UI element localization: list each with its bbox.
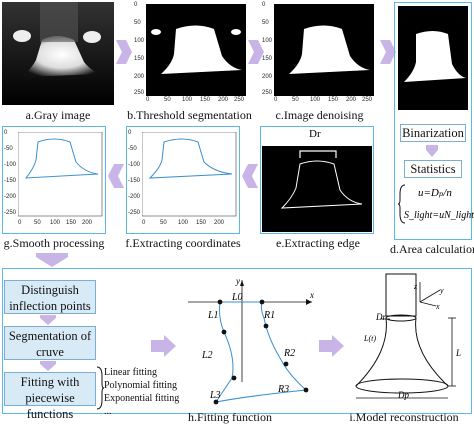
arrow-down-icon [36, 253, 68, 267]
arrow-right-icon [151, 335, 176, 357]
arrow-left-icon [108, 164, 124, 188]
label-L3: L3 [210, 390, 221, 401]
arrow-right-icon [319, 335, 344, 357]
step-piecewise: Fitting with piecewise functions [4, 372, 96, 421]
edge-image [262, 146, 372, 232]
dr-bracket-icon [299, 150, 337, 158]
label-L1: L1 [208, 310, 219, 321]
model-axis-z: z [414, 282, 418, 291]
caption-threshold: b.Threshold segmentation [127, 108, 252, 122]
model-axis-y: y [440, 286, 444, 295]
formula-u: u=Dₚ/n [418, 187, 452, 199]
gray-image [2, 2, 114, 105]
binarization-box: Binarization [400, 124, 466, 142]
arrow-down-icon [426, 145, 438, 157]
formula-s: S_light=uN_light [404, 210, 474, 221]
fit-axis-y: y [236, 276, 240, 286]
step-segmentation: Segmentation of cruve [4, 326, 96, 360]
coords-plot: 0 -50 -100 -150 -200 -250 0 50 100 150 2… [128, 130, 238, 232]
caption-coords: f.Extracting coordinates [125, 236, 241, 250]
threshold-panel: 0 50 100 150 200 250 0 50 100 150 200 25… [134, 2, 246, 103]
model-label-dp: Dp [398, 390, 409, 400]
caption-denoising: c.Image denoising [275, 108, 364, 122]
denoising-panel: 0 50 100 150 200 250 0 50 100 150 200 25… [262, 2, 374, 103]
model-axis-x: x [436, 302, 440, 311]
label-R2: R2 [284, 348, 296, 359]
caption-model: i.Model reconstruction [349, 410, 459, 424]
caption-fitting: h.Fitting function [188, 410, 272, 424]
arrow-right-icon [116, 40, 132, 64]
label-R3: R3 [278, 384, 290, 395]
label-L0: L0 [232, 292, 243, 303]
area-calc-panel [394, 2, 472, 240]
step-inflection: Distinguish inflection points [4, 280, 96, 314]
binary-image [398, 6, 468, 110]
caption-gray-image: a.Gray image [25, 108, 91, 122]
caption-smooth: g.Smooth processing [3, 236, 105, 250]
brace-icon [398, 184, 406, 224]
label-L2: L2 [202, 350, 213, 361]
caption-edge: e.Extracting edge [276, 236, 360, 250]
model-label-dr: Dr [376, 312, 387, 322]
edge-panel-border [260, 126, 374, 234]
fit-axis-x: x [310, 290, 314, 300]
dr-label: Dr [309, 128, 321, 140]
arrow-right-icon [248, 40, 264, 64]
brace-icon [96, 366, 104, 410]
arrow-down-icon [40, 361, 56, 371]
arrow-left-icon [242, 164, 258, 188]
arrow-right-icon [380, 40, 396, 64]
caption-area: d.Area calculation [390, 242, 474, 256]
label-R1: R1 [264, 310, 276, 321]
model-label-lt: L(t) [364, 334, 376, 343]
coords-panel-border [126, 126, 240, 234]
model-label-l: L [456, 348, 462, 358]
model-diagram [355, 273, 456, 399]
arrow-down-icon [40, 315, 56, 325]
fitting-diagram [188, 280, 312, 405]
fitting-types: Linear fitting Polynomial fitting Expone… [104, 367, 180, 417]
smooth-panel-border [2, 126, 106, 234]
statistics-box: Statistics [404, 160, 462, 178]
smooth-plot: 0 -50 -100 -150 -200 -250 0 50 100 150 2… [4, 130, 104, 232]
bottom-panel-border [2, 268, 472, 414]
